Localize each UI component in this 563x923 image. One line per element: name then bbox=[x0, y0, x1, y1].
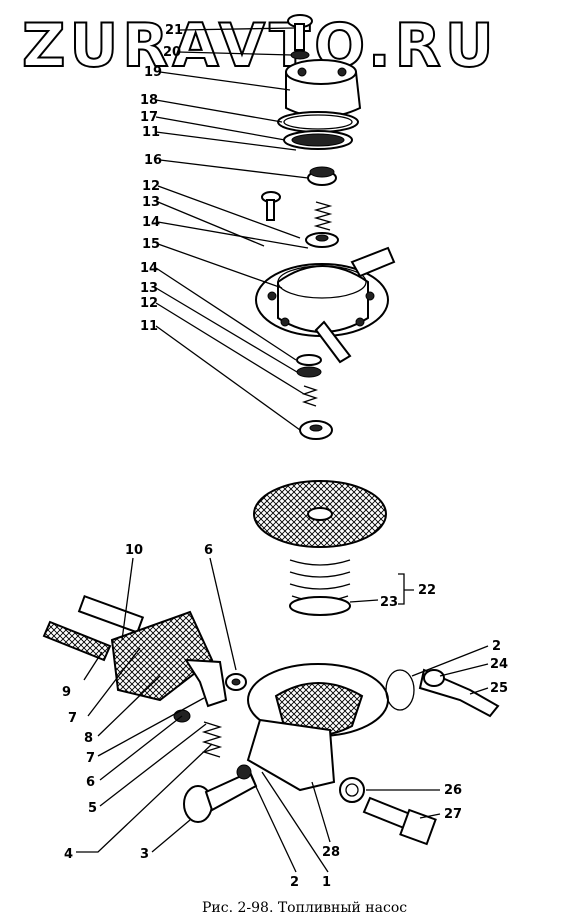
spring-5 bbox=[201, 721, 223, 758]
callout-14-lower: 14 bbox=[140, 261, 158, 276]
callout-21: 21 bbox=[165, 23, 183, 38]
callout-14-upper: 14 bbox=[142, 215, 160, 230]
watermark: ZURAVTO.RU bbox=[22, 11, 498, 81]
valve-14-lower bbox=[296, 354, 322, 366]
callout-17: 17 bbox=[140, 110, 158, 125]
lever-arm-7 bbox=[184, 658, 228, 708]
callout-22: 22 bbox=[418, 583, 436, 598]
callout-23: 23 bbox=[380, 595, 398, 610]
washer-2-bottom bbox=[236, 764, 252, 780]
callout-2-lower: 2 bbox=[290, 875, 299, 890]
bracket-24-25 bbox=[418, 668, 500, 718]
valve-spring-13-lower bbox=[296, 366, 322, 378]
top-screw-21 bbox=[287, 14, 313, 51]
retaining-ring-2-top bbox=[385, 669, 415, 711]
valve-14-upper bbox=[305, 232, 339, 248]
pin-3 bbox=[183, 770, 258, 823]
washer-6-right bbox=[225, 673, 247, 691]
spring-9 bbox=[42, 620, 112, 662]
callout-4: 4 bbox=[64, 847, 73, 862]
diaphragm-spring-23 bbox=[289, 559, 351, 616]
callout-7-lower: 7 bbox=[86, 751, 95, 766]
gasket-17 bbox=[283, 130, 353, 150]
callout-25: 25 bbox=[490, 681, 508, 696]
screw-12 bbox=[261, 191, 281, 221]
washer-26 bbox=[339, 777, 365, 803]
callout-24: 24 bbox=[490, 657, 508, 672]
callout-6-top: 6 bbox=[204, 543, 213, 558]
callout-27: 27 bbox=[444, 807, 462, 822]
callout-18: 18 bbox=[140, 93, 158, 108]
callout-11-lower: 11 bbox=[140, 319, 158, 334]
valve-spring-13-upper bbox=[313, 201, 333, 231]
filter-mesh-18 bbox=[277, 111, 359, 133]
lever-10 bbox=[77, 594, 214, 702]
callout-19: 19 bbox=[144, 65, 162, 80]
callout-2-upper: 2 bbox=[492, 639, 501, 654]
callout-11-upper: 11 bbox=[142, 125, 160, 140]
callout-10: 10 bbox=[125, 543, 143, 558]
pump-body-1 bbox=[246, 663, 389, 792]
callout-26: 26 bbox=[444, 783, 462, 798]
diaphragm-22 bbox=[253, 480, 387, 548]
leader-lines bbox=[76, 27, 489, 873]
washer-20 bbox=[290, 50, 310, 60]
callout-9: 9 bbox=[62, 685, 71, 700]
callout-1: 1 bbox=[322, 875, 331, 890]
pump-head-15 bbox=[255, 246, 396, 364]
callout-8: 8 bbox=[84, 731, 93, 746]
bolt-27 bbox=[362, 796, 437, 846]
valve-seat-16 bbox=[307, 166, 337, 186]
callout-3: 3 bbox=[140, 847, 149, 862]
callout-15: 15 bbox=[142, 237, 160, 252]
callout-20: 20 bbox=[163, 45, 181, 60]
cover-19 bbox=[285, 59, 362, 118]
callout-13-upper: 13 bbox=[142, 195, 160, 210]
callout-12-lower: 12 bbox=[140, 296, 158, 311]
callout-16: 16 bbox=[144, 153, 162, 168]
callout-7-upper: 7 bbox=[68, 711, 77, 726]
callout-12-upper: 12 bbox=[142, 179, 160, 194]
callout-13-lower: 13 bbox=[140, 281, 158, 296]
figure-caption: Рис. 2-98. Топливный насос bbox=[202, 900, 407, 916]
valve-spring-12-lower bbox=[301, 385, 319, 407]
callout-28: 28 bbox=[322, 845, 340, 860]
callout-6-lower: 6 bbox=[86, 775, 95, 790]
callout-5: 5 bbox=[88, 801, 97, 816]
valve-11-lower bbox=[299, 420, 333, 440]
